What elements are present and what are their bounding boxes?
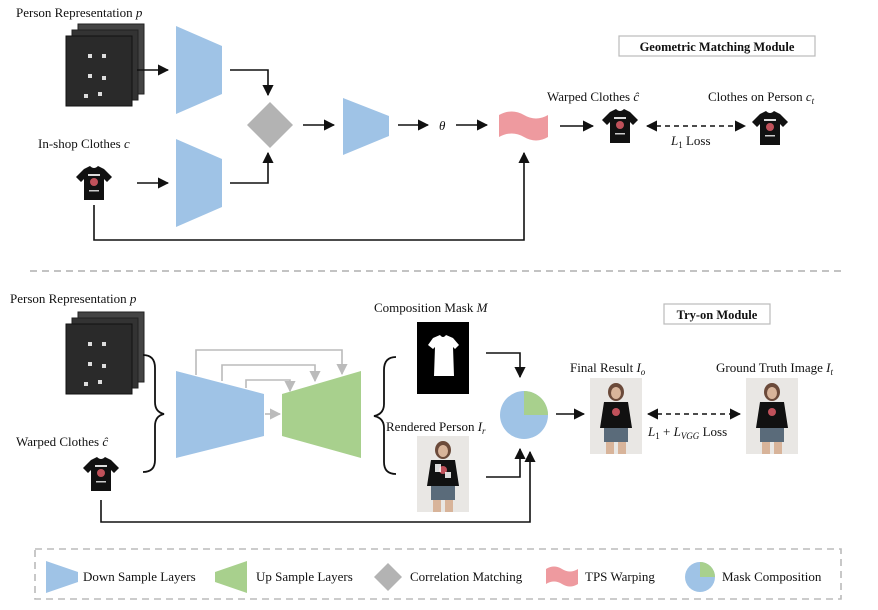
- legend-corr-label: Correlation Matching: [410, 569, 523, 584]
- tom-rendered-label: Rendered Person Ir: [386, 419, 486, 436]
- gmm-title-box: [618, 35, 816, 57]
- tom-person-label: Person Representation p: [10, 291, 137, 306]
- tom-mask-label: Composition Mask M: [374, 300, 489, 315]
- legend-tps-label: TPS Warping: [585, 569, 655, 584]
- arrow-warped-to-composition: [100, 450, 536, 523]
- mask-composition-pie: [500, 391, 548, 439]
- gmm-module-title: Geometric Matching Module: [640, 40, 795, 54]
- gmm-person-representation-image: [65, 23, 145, 107]
- tom-person-representation-image: [65, 311, 145, 395]
- tom-warped-label: Warped Clothes ĉ: [16, 434, 108, 449]
- legend-down-sample-icon: [46, 561, 78, 593]
- rendered-person-image: [417, 436, 469, 512]
- arrow-rendered-to-composition: [486, 447, 526, 478]
- gmm-person-encoder: [176, 26, 222, 114]
- gmm-warped-label: Warped Clothes ĉ: [547, 89, 639, 104]
- final-result-image: [590, 378, 642, 454]
- skip-connection-2: [221, 364, 321, 383]
- gmm-clothes-on-person-image: [752, 111, 788, 145]
- arrow-encoder1-to-corr: [230, 69, 274, 97]
- tom-final-label: Final Result Io: [570, 360, 646, 377]
- skip-connection-1: [195, 349, 348, 376]
- legend-correlation-icon: [374, 563, 402, 591]
- legend-tps-icon: [546, 566, 578, 587]
- gmm-regression-network: [343, 98, 389, 155]
- tps-warping-shape: [499, 111, 548, 141]
- arrow-clothes-to-tps: [93, 151, 530, 241]
- composition-mask-image: [417, 322, 469, 394]
- gmm-loss-label: L1 Loss: [670, 133, 711, 150]
- legend-down-label: Down Sample Layers: [83, 569, 196, 584]
- legend-mask-composition-icon: [685, 562, 715, 592]
- legend-up-label: Up Sample Layers: [256, 569, 353, 584]
- tom-input-brace: [142, 354, 165, 473]
- tom-encoder: [176, 371, 264, 458]
- tom-module-title: Try-on Module: [677, 308, 758, 322]
- arrow-mask-to-composition: [486, 352, 526, 379]
- gmm-inshop-clothes-image: [76, 166, 112, 200]
- gmm-warped-clothes-image: [602, 109, 638, 143]
- tom-output-brace: [373, 356, 397, 475]
- arrow-encoder2-to-corr: [230, 151, 274, 184]
- ground-truth-image: [746, 378, 798, 454]
- tom-title-box: [663, 303, 771, 325]
- gmm-clothes-label: In-shop Clothes c: [38, 136, 130, 151]
- tom-gt-label: Ground Truth Image It: [716, 360, 833, 377]
- skip-connection-3: [245, 379, 296, 393]
- legend-mask-label: Mask Composition: [722, 569, 822, 584]
- tom-warped-clothes-image: [83, 457, 119, 491]
- gmm-on-person-label: Clothes on Person ct: [708, 89, 815, 106]
- legend-up-sample-icon: [215, 561, 247, 593]
- gmm-clothes-encoder: [176, 139, 222, 227]
- tom-loss-label: L1 + LVGG Loss: [647, 424, 727, 441]
- theta-symbol: θ: [439, 118, 446, 133]
- gmm-person-label: Person Representation p: [16, 5, 143, 20]
- correlation-matching-diamond: [247, 102, 293, 148]
- tom-decoder: [282, 371, 361, 458]
